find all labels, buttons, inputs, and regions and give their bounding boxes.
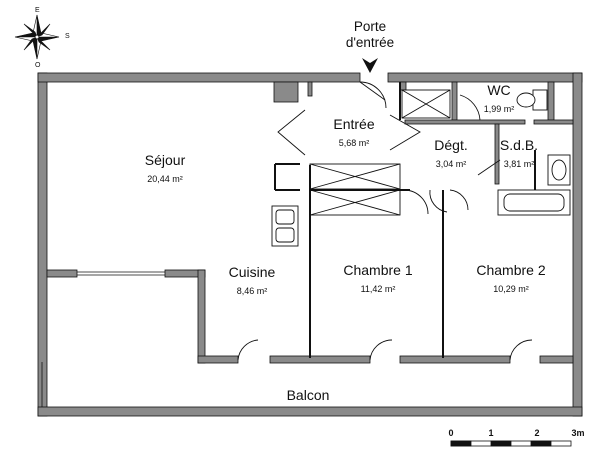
room-sejour: Séjour 20,44 m² <box>145 152 185 184</box>
room-area: 10,29 m² <box>493 284 529 295</box>
room-chambre2: Chambre 2 10,29 m² <box>476 262 545 294</box>
room-chambre1: Chambre 1 11,42 m² <box>343 262 412 294</box>
entrance-label-line2: d'entrée <box>345 34 395 50</box>
closet <box>309 89 451 216</box>
room-area: 3,04 m² <box>435 159 467 170</box>
scale-tick-1: 1 <box>488 428 494 438</box>
room-name: Chambre 2 <box>476 262 546 278</box>
room-name: S.d.B. <box>499 137 539 153</box>
room-name: WC <box>487 82 511 98</box>
compass-letter-o: O <box>35 62 41 69</box>
room-degt: Dégt. 3,04 m² <box>434 137 467 169</box>
entrance-arrow-icon <box>362 58 378 73</box>
scale-tick-3m: 3m <box>571 428 585 438</box>
entrance-label: Porte d'entrée <box>346 19 394 50</box>
room-entree: Entrée 5,68 m² <box>333 116 374 148</box>
room-area: 5,68 m² <box>338 138 370 149</box>
room-area: 11,42 m² <box>360 284 396 295</box>
interior-walls <box>46 81 574 364</box>
room-name: Chambre 1 <box>343 262 413 278</box>
room-sdb: S.d.B. 3,81 m² <box>500 137 538 169</box>
room-area: 8,46 m² <box>236 286 268 297</box>
room-area: 1,99 m² <box>483 104 515 115</box>
bay-window <box>41 271 165 407</box>
bathroom-fixtures <box>497 89 571 216</box>
compass-letter-s: S <box>65 33 70 40</box>
doors <box>237 81 533 361</box>
compass-rose-icon <box>14 14 60 60</box>
room-area: 3,81 m² <box>503 159 535 170</box>
room-name: Dégt. <box>434 137 468 153</box>
room-area: 20,44 m² <box>147 174 183 185</box>
room-name: Séjour <box>144 152 186 168</box>
balcony-label: Balcon <box>286 387 330 403</box>
scale-tick-2: 2 <box>534 428 540 438</box>
room-name: Entrée <box>333 116 375 132</box>
scale-bar <box>450 440 572 447</box>
outer-walls <box>37 72 583 417</box>
entrance-label-line1: Porte <box>353 19 387 34</box>
room-cuisine: Cuisine 8,46 m² <box>229 264 276 296</box>
room-wc: WC 1,99 m² <box>484 82 515 114</box>
compass-letter-e: E <box>35 7 40 14</box>
scale-tick-0: 0 <box>448 428 454 438</box>
kitchen-sink <box>271 205 299 247</box>
room-name: Cuisine <box>228 264 276 280</box>
